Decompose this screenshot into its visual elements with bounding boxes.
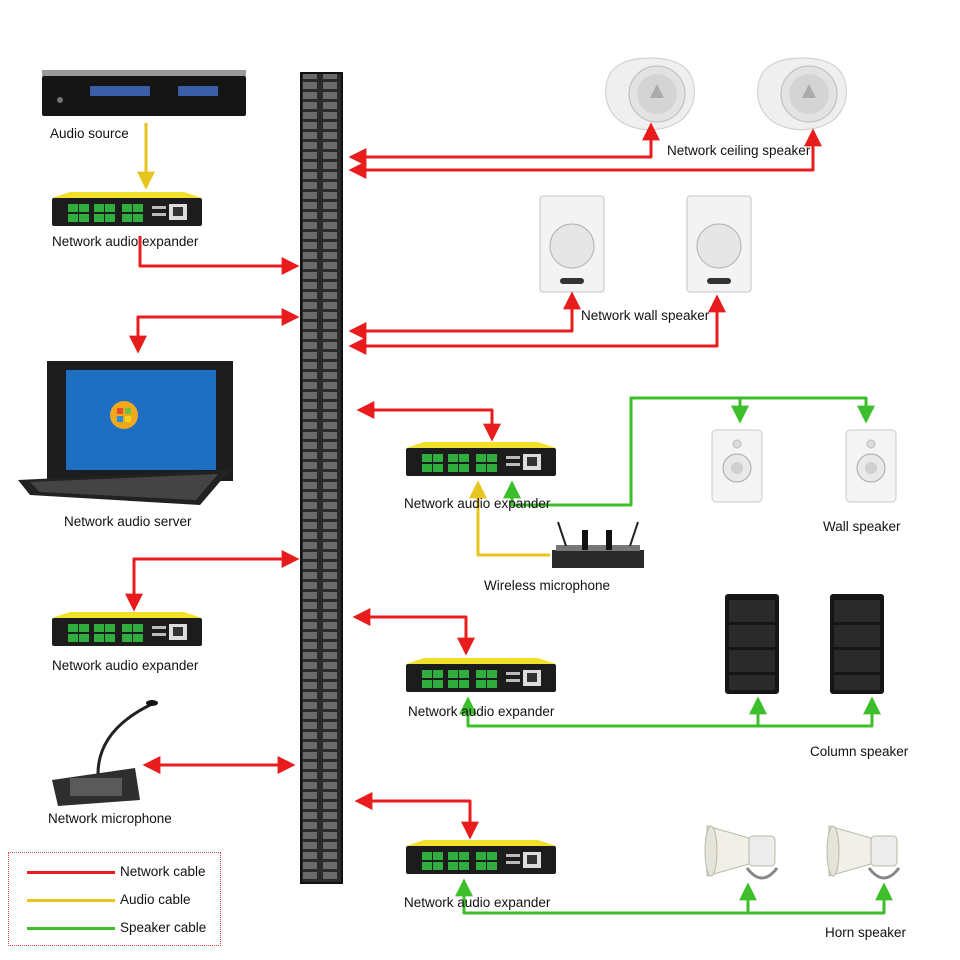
wireless-microphone-device	[552, 521, 644, 568]
network-wall-speaker-1	[539, 195, 605, 293]
label-expander-mid-left: Network audio expander	[52, 658, 199, 673]
label-audio-server: Network audio server	[64, 514, 192, 529]
wall-speaker-1	[711, 429, 763, 503]
label-network-wall-speaker: Network wall speaker	[581, 308, 710, 323]
label-wireless-microphone: Wireless microphone	[484, 578, 611, 593]
network-cable-expander-mid-left	[125, 550, 300, 612]
legend-swatch-network	[27, 871, 115, 874]
legend-swatch-audio	[27, 899, 115, 902]
audio-cable-wireless-mic	[469, 480, 550, 557]
legend: Network cable Audio cable Speaker cable	[8, 852, 221, 946]
legend-item-speaker: Speaker cable	[9, 918, 220, 938]
legend-item-audio: Audio cable	[9, 890, 220, 910]
legend-label-speaker: Speaker cable	[120, 920, 207, 935]
label-ceiling-speaker: Network ceiling speaker	[667, 143, 811, 158]
label-column-speaker: Column speaker	[810, 744, 909, 759]
legend-item-network: Network cable	[9, 862, 220, 882]
audio-server-device	[18, 361, 233, 505]
legend-label-audio: Audio cable	[120, 892, 191, 907]
label-horn-speaker: Horn speaker	[825, 925, 907, 940]
label-expander-right-2: Network audio expander	[408, 704, 555, 719]
horn-speaker-1	[703, 824, 779, 880]
legend-swatch-speaker	[27, 927, 115, 930]
horn-speaker-2	[825, 824, 901, 880]
network-microphone-device	[52, 700, 158, 806]
network-cable-audio-server	[129, 308, 300, 354]
network-cable-expander-right-2	[352, 608, 475, 656]
expander-device-right-2	[406, 658, 556, 692]
ceiling-speaker-2	[757, 57, 847, 131]
ceiling-speaker-1	[605, 57, 695, 131]
network-cable-expander-right-3	[354, 792, 479, 840]
label-expander-right-3: Network audio expander	[404, 895, 551, 910]
network-cable-expander-right-1	[356, 401, 501, 442]
expander-device-right-3	[406, 840, 556, 874]
network-cable-wall-net-1	[348, 291, 581, 340]
network-cable-ceiling-2	[348, 128, 822, 179]
network-wall-speaker-2	[686, 195, 752, 293]
speaker-cable-wall	[503, 396, 875, 507]
network-cable-wall-net-2	[348, 294, 726, 355]
label-expander-right-1: Network audio expander	[404, 496, 551, 511]
column-speaker-1	[725, 594, 779, 694]
expander-device-mid-left	[52, 612, 202, 646]
column-speaker-2	[830, 594, 884, 694]
network-switch-rack	[300, 72, 343, 884]
label-network-microphone: Network microphone	[48, 811, 172, 826]
audio-source-device	[42, 70, 246, 116]
network-cable-ceiling-1	[348, 122, 660, 166]
legend-label-network: Network cable	[120, 864, 206, 879]
speaker-cable-horn	[455, 878, 893, 915]
label-wall-speaker: Wall speaker	[823, 519, 901, 534]
wall-speaker-2	[845, 429, 897, 503]
speaker-cable-column	[459, 696, 881, 728]
label-expander-top-left: Network audio expander	[52, 234, 199, 249]
expander-device-top-left	[52, 192, 202, 226]
label-audio-source: Audio source	[50, 126, 129, 141]
expander-device-right-1	[406, 442, 556, 476]
network-cable-expander-top-left	[138, 236, 300, 275]
